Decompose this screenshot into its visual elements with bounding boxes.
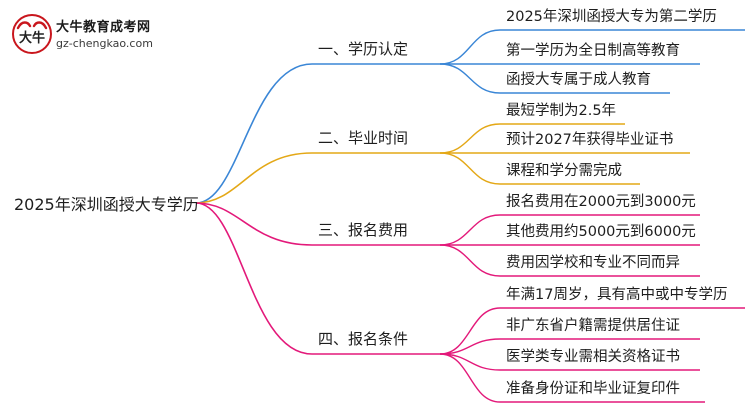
b1-leaf-3: 函授大专属于成人教育 xyxy=(506,72,651,88)
branch-1-label: 一、学历认定 xyxy=(318,40,409,58)
logo-title: 大牛教育成考网 xyxy=(56,20,151,35)
connector-b3-leaf-1 xyxy=(439,214,501,246)
connector-root-branch-2 xyxy=(195,152,313,204)
connector-b1-leaf-1 xyxy=(439,29,501,65)
b2-leaf-2: 预计2027年获得毕业证书 xyxy=(506,132,674,148)
branch-4-label: 四、报名条件 xyxy=(318,330,409,348)
connector-root-branch-1 xyxy=(195,63,313,204)
b4-leaf-4: 准备身份证和毕业证复印件 xyxy=(506,381,680,397)
connector-b2-leaf-3 xyxy=(439,152,501,185)
connector-b4-leaf-4 xyxy=(439,353,501,403)
connector-root-branch-3 xyxy=(195,202,313,246)
b2-leaf-3: 课程和学分需完成 xyxy=(506,163,622,179)
connector-b4-leaf-2 xyxy=(439,338,501,355)
connector-b3-leaf-3 xyxy=(439,244,501,277)
b4-leaf-3: 医学类专业需相关资格证书 xyxy=(506,349,680,365)
b3-leaf-2: 其他费用约5000元到6000元 xyxy=(506,224,696,240)
connector-root-branch-4 xyxy=(195,202,313,355)
b1-leaf-1: 2025年深圳函授大专为第二学历 xyxy=(506,9,717,25)
b1-leaf-2: 第一学历为全日制高等教育 xyxy=(506,43,680,59)
b3-leaf-3: 费用因学校和专业不同而异 xyxy=(506,255,680,271)
b4-leaf-1: 年满17周岁，具有高中或中专学历 xyxy=(506,287,728,303)
svg-text:大牛: 大牛 xyxy=(19,30,45,46)
connector-b4-leaf-1 xyxy=(439,307,501,355)
connector-b2-leaf-1 xyxy=(439,123,501,154)
site-logo[interactable]: 大牛 大牛教育成考网 gz-chengkao.com xyxy=(10,12,180,56)
logo-url: gz-chengkao.com xyxy=(56,37,153,50)
mindmap-root: 2025年深圳函授大专学历 xyxy=(14,195,199,214)
branch-2-label: 二、毕业时间 xyxy=(318,129,409,147)
b2-leaf-1: 最短学制为2.5年 xyxy=(506,103,617,119)
bull-logo-icon: 大牛 xyxy=(12,14,52,54)
branch-3-label: 三、报名费用 xyxy=(318,221,409,239)
connector-b1-leaf-3 xyxy=(439,63,501,94)
b3-leaf-1: 报名费用在2000元到3000元 xyxy=(506,194,696,210)
b4-leaf-2: 非广东省户籍需提供居住证 xyxy=(506,318,680,334)
